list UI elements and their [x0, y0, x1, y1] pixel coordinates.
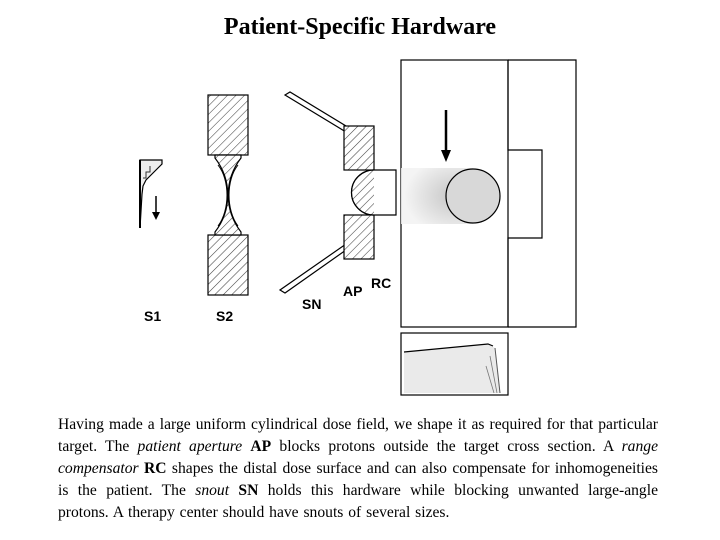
depth-dose-plot — [400, 332, 509, 396]
range-compensator-rc — [350, 169, 397, 216]
scatterer-s2 — [207, 94, 249, 296]
patient-body — [400, 59, 577, 328]
label-ap: AP — [343, 283, 362, 299]
aperture-ap — [343, 125, 375, 260]
label-s2: S2 — [216, 308, 233, 324]
target-circle — [445, 168, 501, 224]
page-title: Patient-Specific Hardware — [223, 14, 497, 40]
caption-text: Having made a large uniform cylindrical … — [58, 416, 659, 521]
snout-sn — [278, 91, 347, 294]
scatterer-s1 — [139, 159, 163, 229]
label-rc: RC — [371, 275, 391, 291]
label-s1: S1 — [144, 308, 161, 324]
label-sn: SN — [302, 296, 321, 312]
